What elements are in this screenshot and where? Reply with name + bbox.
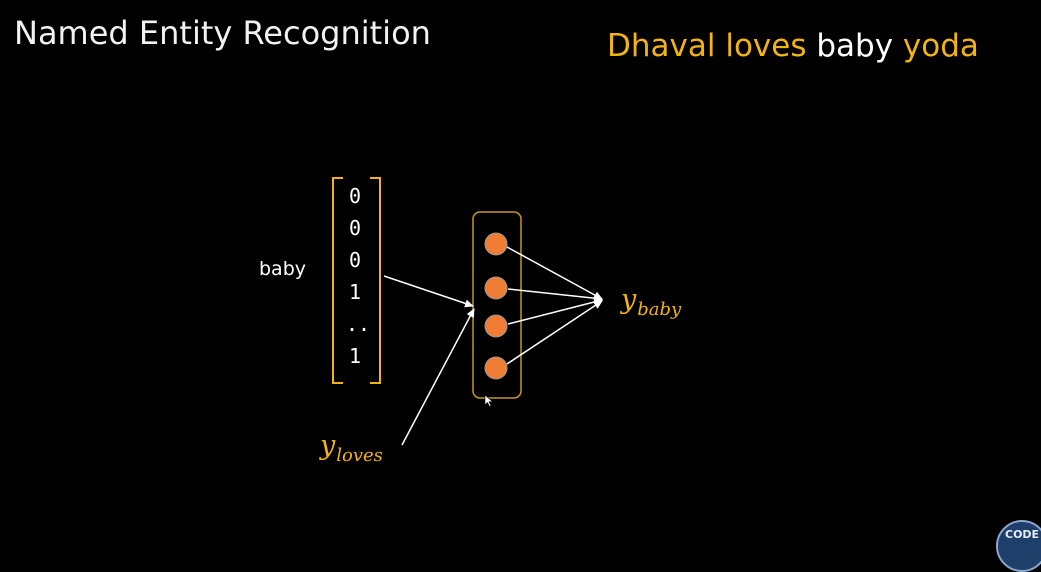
vector-right-bracket [370, 177, 381, 384]
vector-left-bracket [332, 177, 343, 384]
rnn-diagram [332, 177, 603, 446]
previous-label-main: y [320, 430, 336, 461]
neuron-3 [484, 314, 508, 338]
previous-label-sub: loves [336, 445, 383, 466]
slide-title: Named Entity Recognition [14, 14, 431, 52]
channel-logo-badge: CODE [996, 520, 1041, 572]
output-label-sub: baby [637, 299, 682, 320]
previous-label-y-loves: yloves [320, 430, 383, 466]
sentence-word-baby: baby [816, 28, 894, 64]
input-vector-arrow [383, 275, 474, 308]
neuron-1 [484, 232, 508, 256]
vector-value: .. [346, 312, 371, 336]
vector-value: 1 [348, 280, 362, 304]
vector-value: 0 [348, 216, 362, 240]
input-word-label: baby [259, 258, 307, 280]
sentence-word-loves: loves [715, 28, 817, 64]
output-label-main: y [621, 284, 637, 315]
neuron-4 [484, 356, 508, 380]
output-arrow-4 [506, 300, 603, 365]
output-label-y-baby: ybaby [621, 284, 681, 320]
one-hot-vector: 0 0 0 1 .. 1 [346, 180, 371, 372]
neuron-2 [484, 276, 508, 300]
mouse-cursor-icon [484, 394, 494, 407]
output-arrow-2 [507, 288, 603, 303]
sentence-word-yoda: yoda [893, 28, 979, 64]
sentence-word-dhaval: Dhaval [607, 28, 716, 64]
output-arrow-3 [507, 298, 603, 325]
vector-value: 0 [348, 184, 362, 208]
vector-value: 1 [348, 344, 362, 368]
previous-output-arrow [401, 308, 475, 446]
example-sentence: Dhaval loves baby yoda [607, 28, 979, 64]
output-arrow-1 [506, 246, 603, 300]
vector-value: 0 [348, 248, 362, 272]
channel-logo-text: CODE [1005, 528, 1040, 541]
